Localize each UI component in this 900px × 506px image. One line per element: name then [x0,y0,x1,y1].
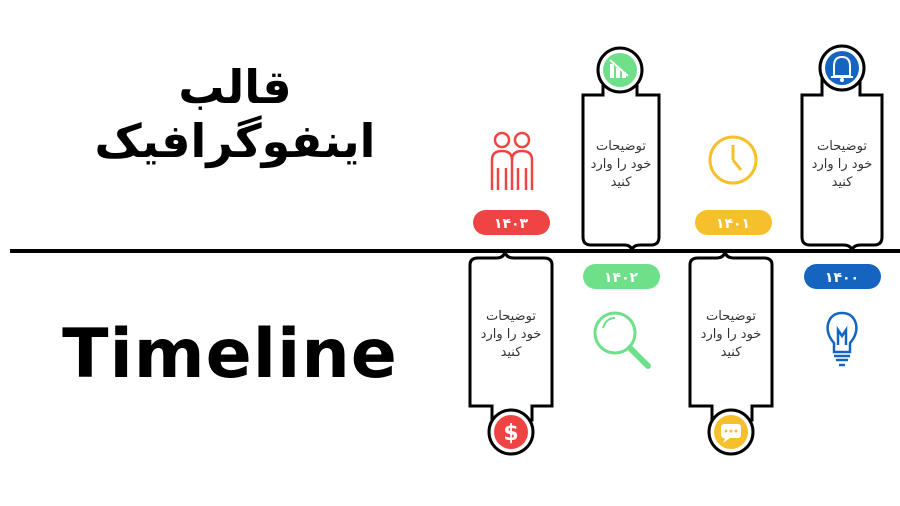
desc-line-3: کنید [721,345,743,360]
desc-line-2: خود را وارد [812,157,873,172]
card-1403: توضیحات خود را وارد کنید [468,249,554,422]
desc-line-1: توضیحات [817,139,867,154]
chart-icon [596,46,644,94]
title-english: Timeline [62,315,398,394]
year-label: ۱۴۰۱ [716,216,750,232]
desc-line-3: کنید [832,175,854,190]
dollar-icon: $ [487,408,535,456]
year-pill-1403: ۱۴۰۳ [473,210,550,235]
card-1402: توضیحات خود را وارد کنید [581,78,661,253]
chat-icon [707,408,755,456]
year-pill-1402: ۱۴۰۲ [583,264,660,289]
desc-line-1: توضیحات [596,139,646,154]
bell-icon [818,44,866,92]
desc-line-2: خود را وارد [481,327,542,342]
desc-line-3: کنید [611,175,633,190]
title-persian: قالب اینفوگرافیک [94,60,376,168]
desc-line-1: توضیحات [706,309,756,324]
desc-line-2: خود را وارد [591,157,652,172]
search-icon [593,311,651,369]
year-pill-1400: ۱۴۰۰ [804,264,881,289]
lightbulb-icon [826,311,858,367]
desc-line-3: کنید [501,345,523,360]
clock-icon [708,135,758,185]
desc-line-1: توضیحات [486,309,536,324]
year-label: ۱۴۰۲ [604,270,639,286]
year-pill-1401: ۱۴۰۱ [695,210,772,235]
card-1400: توضیحات خود را وارد کنید [800,78,884,253]
svg-text:$: $ [503,421,518,446]
year-label: ۱۴۰۳ [494,216,529,232]
people-icon [490,131,534,190]
card-1401: توضیحات خود را وارد کنید [688,249,774,422]
year-label: ۱۴۰۰ [825,270,859,286]
desc-line-2: خود را وارد [701,327,762,342]
